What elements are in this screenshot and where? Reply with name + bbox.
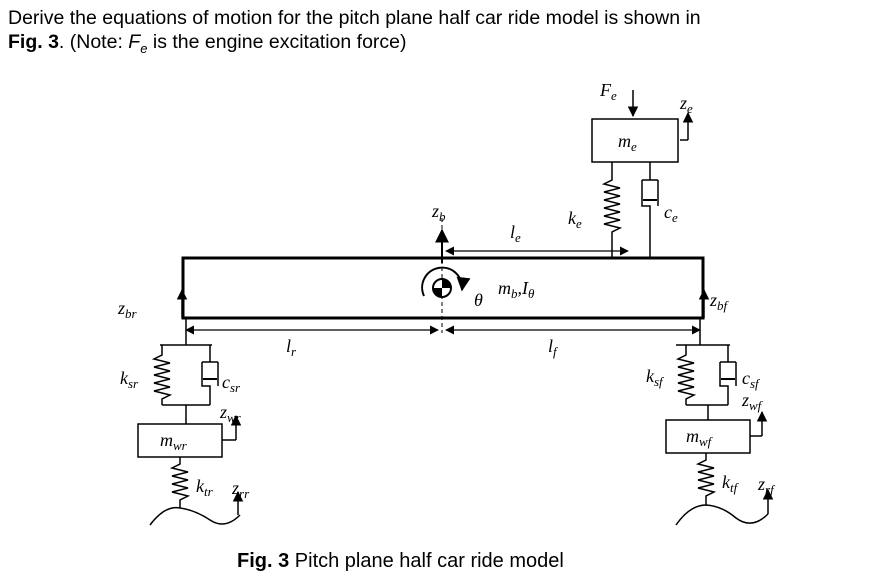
front-damper-piston <box>721 378 735 380</box>
rear-road-profile <box>149 506 241 526</box>
front-tire-label: ktf <box>722 472 740 495</box>
cg-quadrant-1 <box>442 279 451 288</box>
rear-tire-spring <box>169 457 191 508</box>
body-mass-label: mb,Iθ <box>498 278 535 301</box>
figure-caption: Fig. 3 Pitch plane half car ride model <box>237 550 564 573</box>
force-symbol: F <box>128 31 141 53</box>
figure-reference: Fig. 3 <box>8 31 59 53</box>
engine-force-label: Fe <box>599 80 617 103</box>
rear-body-disp-label: zbr <box>117 298 138 321</box>
rear-tire-label: ktr <box>196 476 214 499</box>
front-wheel-disp-label: zwf <box>741 390 764 413</box>
rear-spring <box>151 345 173 405</box>
question-note-open: . (Note: <box>58 31 129 53</box>
engine-spring-label: ke <box>568 208 582 231</box>
caption-prefix: Fig. 3 <box>237 550 290 572</box>
pitch-arrow <box>421 266 471 297</box>
front-damper-label: csf <box>742 368 761 391</box>
rear-spring-label: ksr <box>120 368 139 391</box>
question-text: Derive the equations of motion for the p… <box>8 6 878 61</box>
front-wheel-mass-label: mwf <box>686 426 714 449</box>
front-spring <box>675 345 697 405</box>
front-road-profile <box>675 504 769 526</box>
engine-damper <box>641 162 659 258</box>
rear-wheel-mass-label: mwr <box>160 430 188 453</box>
engine-offset-label: le <box>510 222 521 245</box>
engine-damper-label: ce <box>664 202 678 225</box>
engine-mass-block <box>591 118 679 163</box>
engine-spring <box>601 162 623 258</box>
rear-damper <box>201 345 219 405</box>
rear-road-label: zrr <box>231 478 250 501</box>
rear-length-label: lr <box>286 336 297 359</box>
pitch-label: θ <box>474 290 483 310</box>
question-line-1: Derive the equations of motion for the p… <box>8 7 701 29</box>
rear-wheel-disp-label: zwr <box>219 402 242 425</box>
force-symbol-sub: e <box>140 40 148 56</box>
engine-damper-piston <box>643 199 657 201</box>
rear-wheel-mass <box>137 423 223 458</box>
front-tire-spring <box>695 453 717 505</box>
front-body-disp-label: zbf <box>709 290 730 313</box>
caption-text: Pitch plane half car ride model <box>289 550 564 572</box>
rear-damper-label: csr <box>222 372 241 395</box>
front-road-label: zrf <box>757 474 776 497</box>
front-damper <box>719 345 737 405</box>
front-length-label: lf <box>548 336 559 359</box>
question-note-rest: is the engine excitation force) <box>147 31 407 53</box>
engine-mass-label: me <box>618 131 637 154</box>
body-disp-label: zb <box>431 201 446 224</box>
front-spring-label: ksf <box>646 366 665 389</box>
rear-damper-piston <box>203 378 217 380</box>
cg-quadrant-2 <box>433 288 442 297</box>
engine-disp-label: ze <box>679 93 693 116</box>
